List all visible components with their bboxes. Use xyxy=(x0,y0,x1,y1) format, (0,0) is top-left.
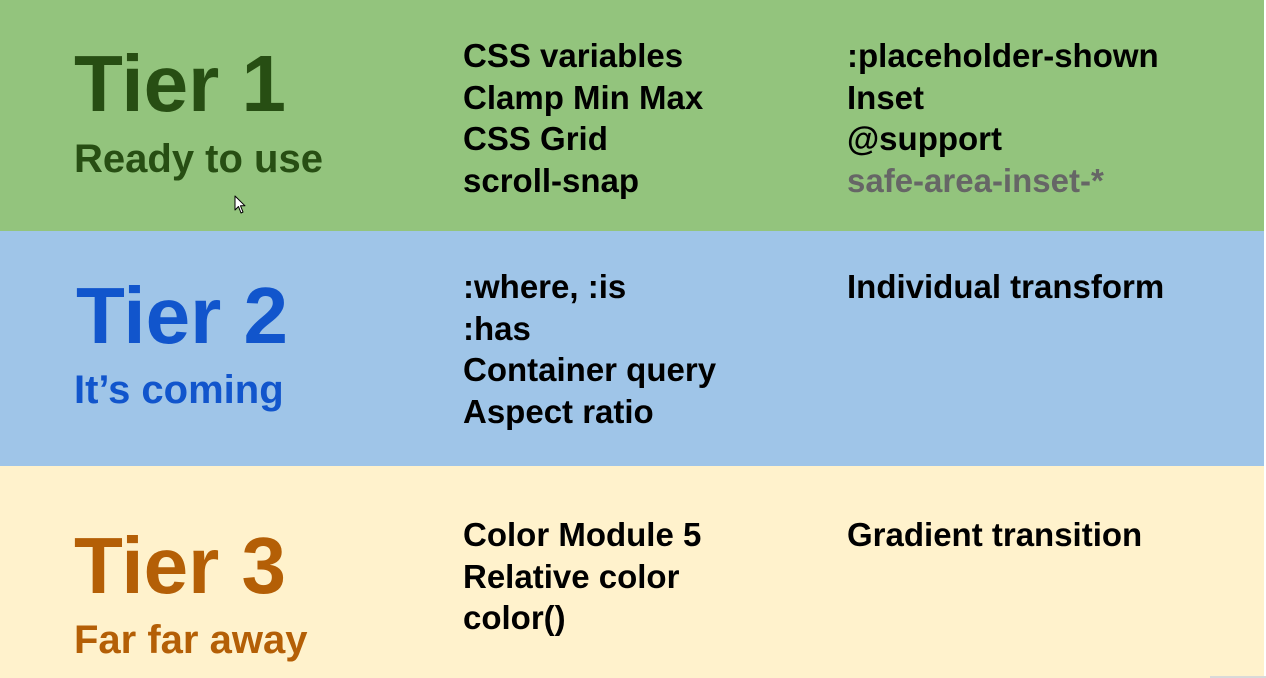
tier-3-features-column-a: Color Module 5 Relative color color() xyxy=(463,514,701,639)
tier-3-title: Tier 3 xyxy=(74,521,286,610)
tier-2-band: Tier 2 It’s coming :where, :is :has Cont… xyxy=(0,231,1264,466)
feature-item: Container query xyxy=(463,351,717,388)
feature-item: CSS variables xyxy=(463,37,684,74)
feature-item: Gradient transition xyxy=(847,516,1143,553)
tier-1-features-column-b: :placeholder-shown Inset @support safe-a… xyxy=(847,35,1159,201)
feature-item: @support xyxy=(847,120,1002,157)
feature-item: Relative color xyxy=(463,557,680,595)
feature-item-muted: safe-area-inset-* xyxy=(847,161,1104,199)
feature-item: Clamp Min Max xyxy=(463,78,704,116)
tier-1-band: Tier 1 Ready to use CSS variables Clamp … xyxy=(0,0,1264,231)
feature-item: Aspect ratio xyxy=(463,392,654,430)
tier-1-title: Tier 1 xyxy=(74,39,286,128)
tier-2-features-column-b: Individual transform xyxy=(847,266,1164,308)
tier-2-subtitle: It’s coming xyxy=(74,368,284,412)
feature-item: :placeholder-shown xyxy=(847,37,1159,74)
feature-item: scroll-snap xyxy=(463,161,640,199)
tier-1-subtitle: Ready to use xyxy=(74,137,323,181)
feature-item: :has xyxy=(463,309,531,347)
feature-item: :where, :is xyxy=(463,268,627,305)
tier-3-band: Tier 3 Far far away Color Module 5 Relat… xyxy=(0,466,1264,678)
window-edge xyxy=(1210,676,1266,678)
tier-1-features-column-a: CSS variables Clamp Min Max CSS Grid scr… xyxy=(463,35,703,201)
mouse-pointer-icon xyxy=(234,195,246,214)
feature-item: CSS Grid xyxy=(463,120,608,157)
feature-item: Color Module 5 xyxy=(463,516,702,553)
tier-3-features-column-b: Gradient transition xyxy=(847,514,1142,556)
tier-2-features-column-a: :where, :is :has Container query Aspect … xyxy=(463,266,716,432)
tier-3-subtitle: Far far away xyxy=(74,618,308,662)
feature-item: color() xyxy=(463,599,566,636)
feature-item: Inset xyxy=(847,78,925,116)
feature-item: Individual transform xyxy=(847,268,1165,305)
tier-2-title: Tier 2 xyxy=(76,271,288,360)
